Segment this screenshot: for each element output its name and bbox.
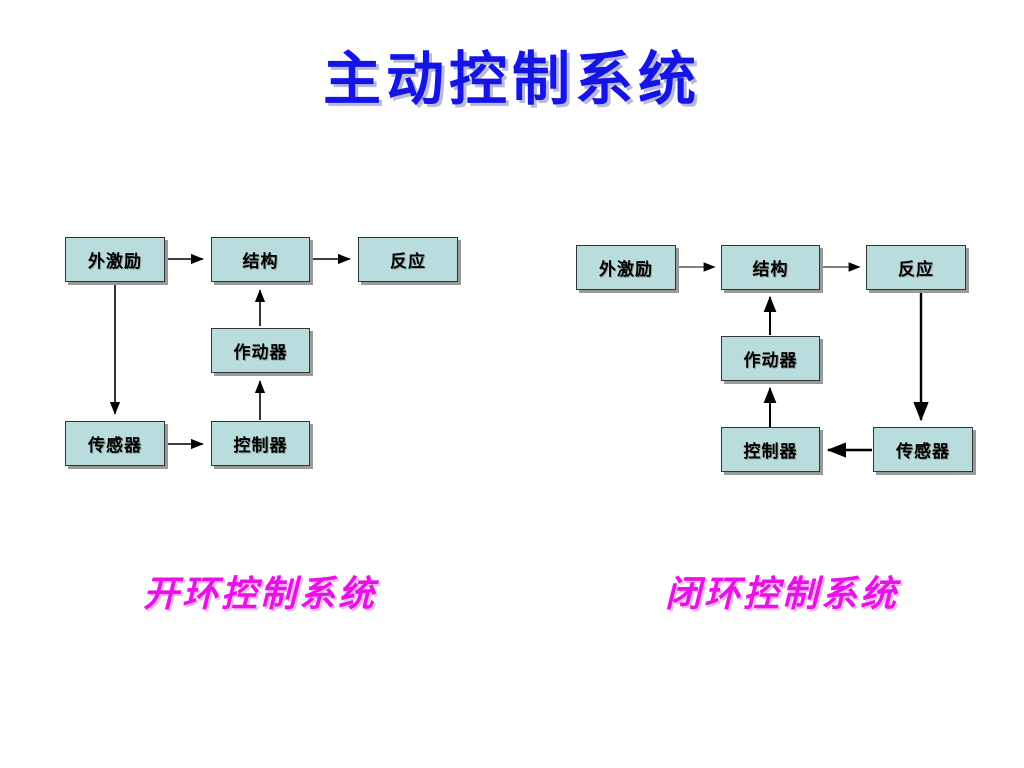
page-title: 主动控制系统	[322, 45, 701, 113]
left-diagram-caption: 开环控制系统	[143, 574, 378, 615]
right-node-controller[interactable]: 控制器	[721, 427, 820, 472]
right-node-actuator[interactable]: 作动器	[721, 336, 820, 381]
left-node-response[interactable]: 反应	[358, 237, 458, 282]
left-node-excitation[interactable]: 外激励	[65, 237, 165, 282]
right-node-structure[interactable]: 结构	[721, 245, 820, 290]
left-node-sensor[interactable]: 传感器	[65, 421, 165, 466]
right-node-sensor[interactable]: 传感器	[873, 427, 973, 472]
right-node-response[interactable]: 反应	[866, 245, 966, 290]
left-node-structure[interactable]: 结构	[211, 237, 310, 282]
right-diagram-caption: 闭环控制系统	[665, 574, 900, 615]
right-node-excitation[interactable]: 外激励	[576, 245, 676, 290]
left-node-actuator[interactable]: 作动器	[211, 328, 310, 373]
left-node-controller[interactable]: 控制器	[211, 421, 310, 466]
